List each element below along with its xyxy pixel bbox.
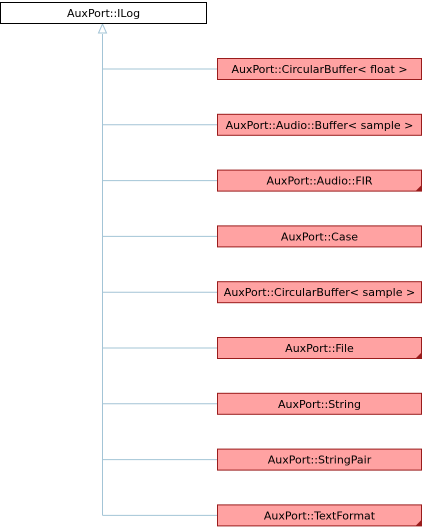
derived-class-label: AuxPort::TextFormat (264, 509, 376, 522)
derived-class-label: AuxPort::Audio::Buffer< sample > (226, 119, 414, 132)
truncated-subclasses-marker-icon (415, 352, 422, 359)
derived-class-box[interactable] (217, 337, 422, 359)
inheritance-arrowhead-icon (97, 22, 108, 34)
derived-class-box[interactable] (217, 504, 422, 527)
derived-class-box[interactable] (217, 169, 422, 192)
derived-class-label: AuxPort::StringPair (268, 454, 372, 467)
derived-class-box[interactable] (217, 113, 422, 136)
derived-class-label: AuxPort::Audio::FIR (266, 175, 372, 188)
base-class-node[interactable]: AuxPort::ILog (0, 2, 207, 24)
derived-class-node[interactable]: AuxPort::CircularBuffer< sample > (217, 281, 422, 304)
derived-class-node[interactable]: AuxPort::CircularBuffer< float > (217, 58, 422, 80)
derived-class-node[interactable]: AuxPort::File (217, 337, 422, 359)
derived-class-label: AuxPort::CircularBuffer< float > (231, 63, 407, 76)
derived-class-box[interactable] (217, 448, 422, 471)
derived-class-box[interactable] (217, 281, 422, 304)
truncated-subclasses-marker-icon (415, 185, 422, 192)
derived-class-node[interactable]: AuxPort::TextFormat (217, 504, 422, 527)
derived-class-box[interactable] (217, 58, 422, 80)
derived-class-node[interactable]: AuxPort::Audio::FIR (217, 169, 422, 192)
base-class-box[interactable] (0, 2, 207, 24)
derived-class-node[interactable]: AuxPort::Audio::Buffer< sample > (217, 113, 422, 136)
inheritance-edges (97, 22, 218, 516)
derived-class-label: AuxPort::File (285, 342, 354, 355)
derived-class-label: AuxPort::String (278, 398, 361, 411)
derived-class-node[interactable]: AuxPort::StringPair (217, 448, 422, 471)
derived-class-box[interactable] (217, 225, 422, 248)
derived-class-box[interactable] (217, 392, 422, 415)
base-class-label: AuxPort::ILog (67, 7, 140, 20)
derived-class-nodes: AuxPort::CircularBuffer< float >AuxPort:… (217, 58, 422, 527)
derived-class-label: AuxPort::CircularBuffer< sample > (224, 286, 415, 299)
derived-class-label: AuxPort::Case (281, 230, 358, 243)
truncated-subclasses-marker-icon (415, 519, 422, 526)
derived-class-node[interactable]: AuxPort::String (217, 392, 422, 415)
derived-class-node[interactable]: AuxPort::Case (217, 225, 422, 248)
